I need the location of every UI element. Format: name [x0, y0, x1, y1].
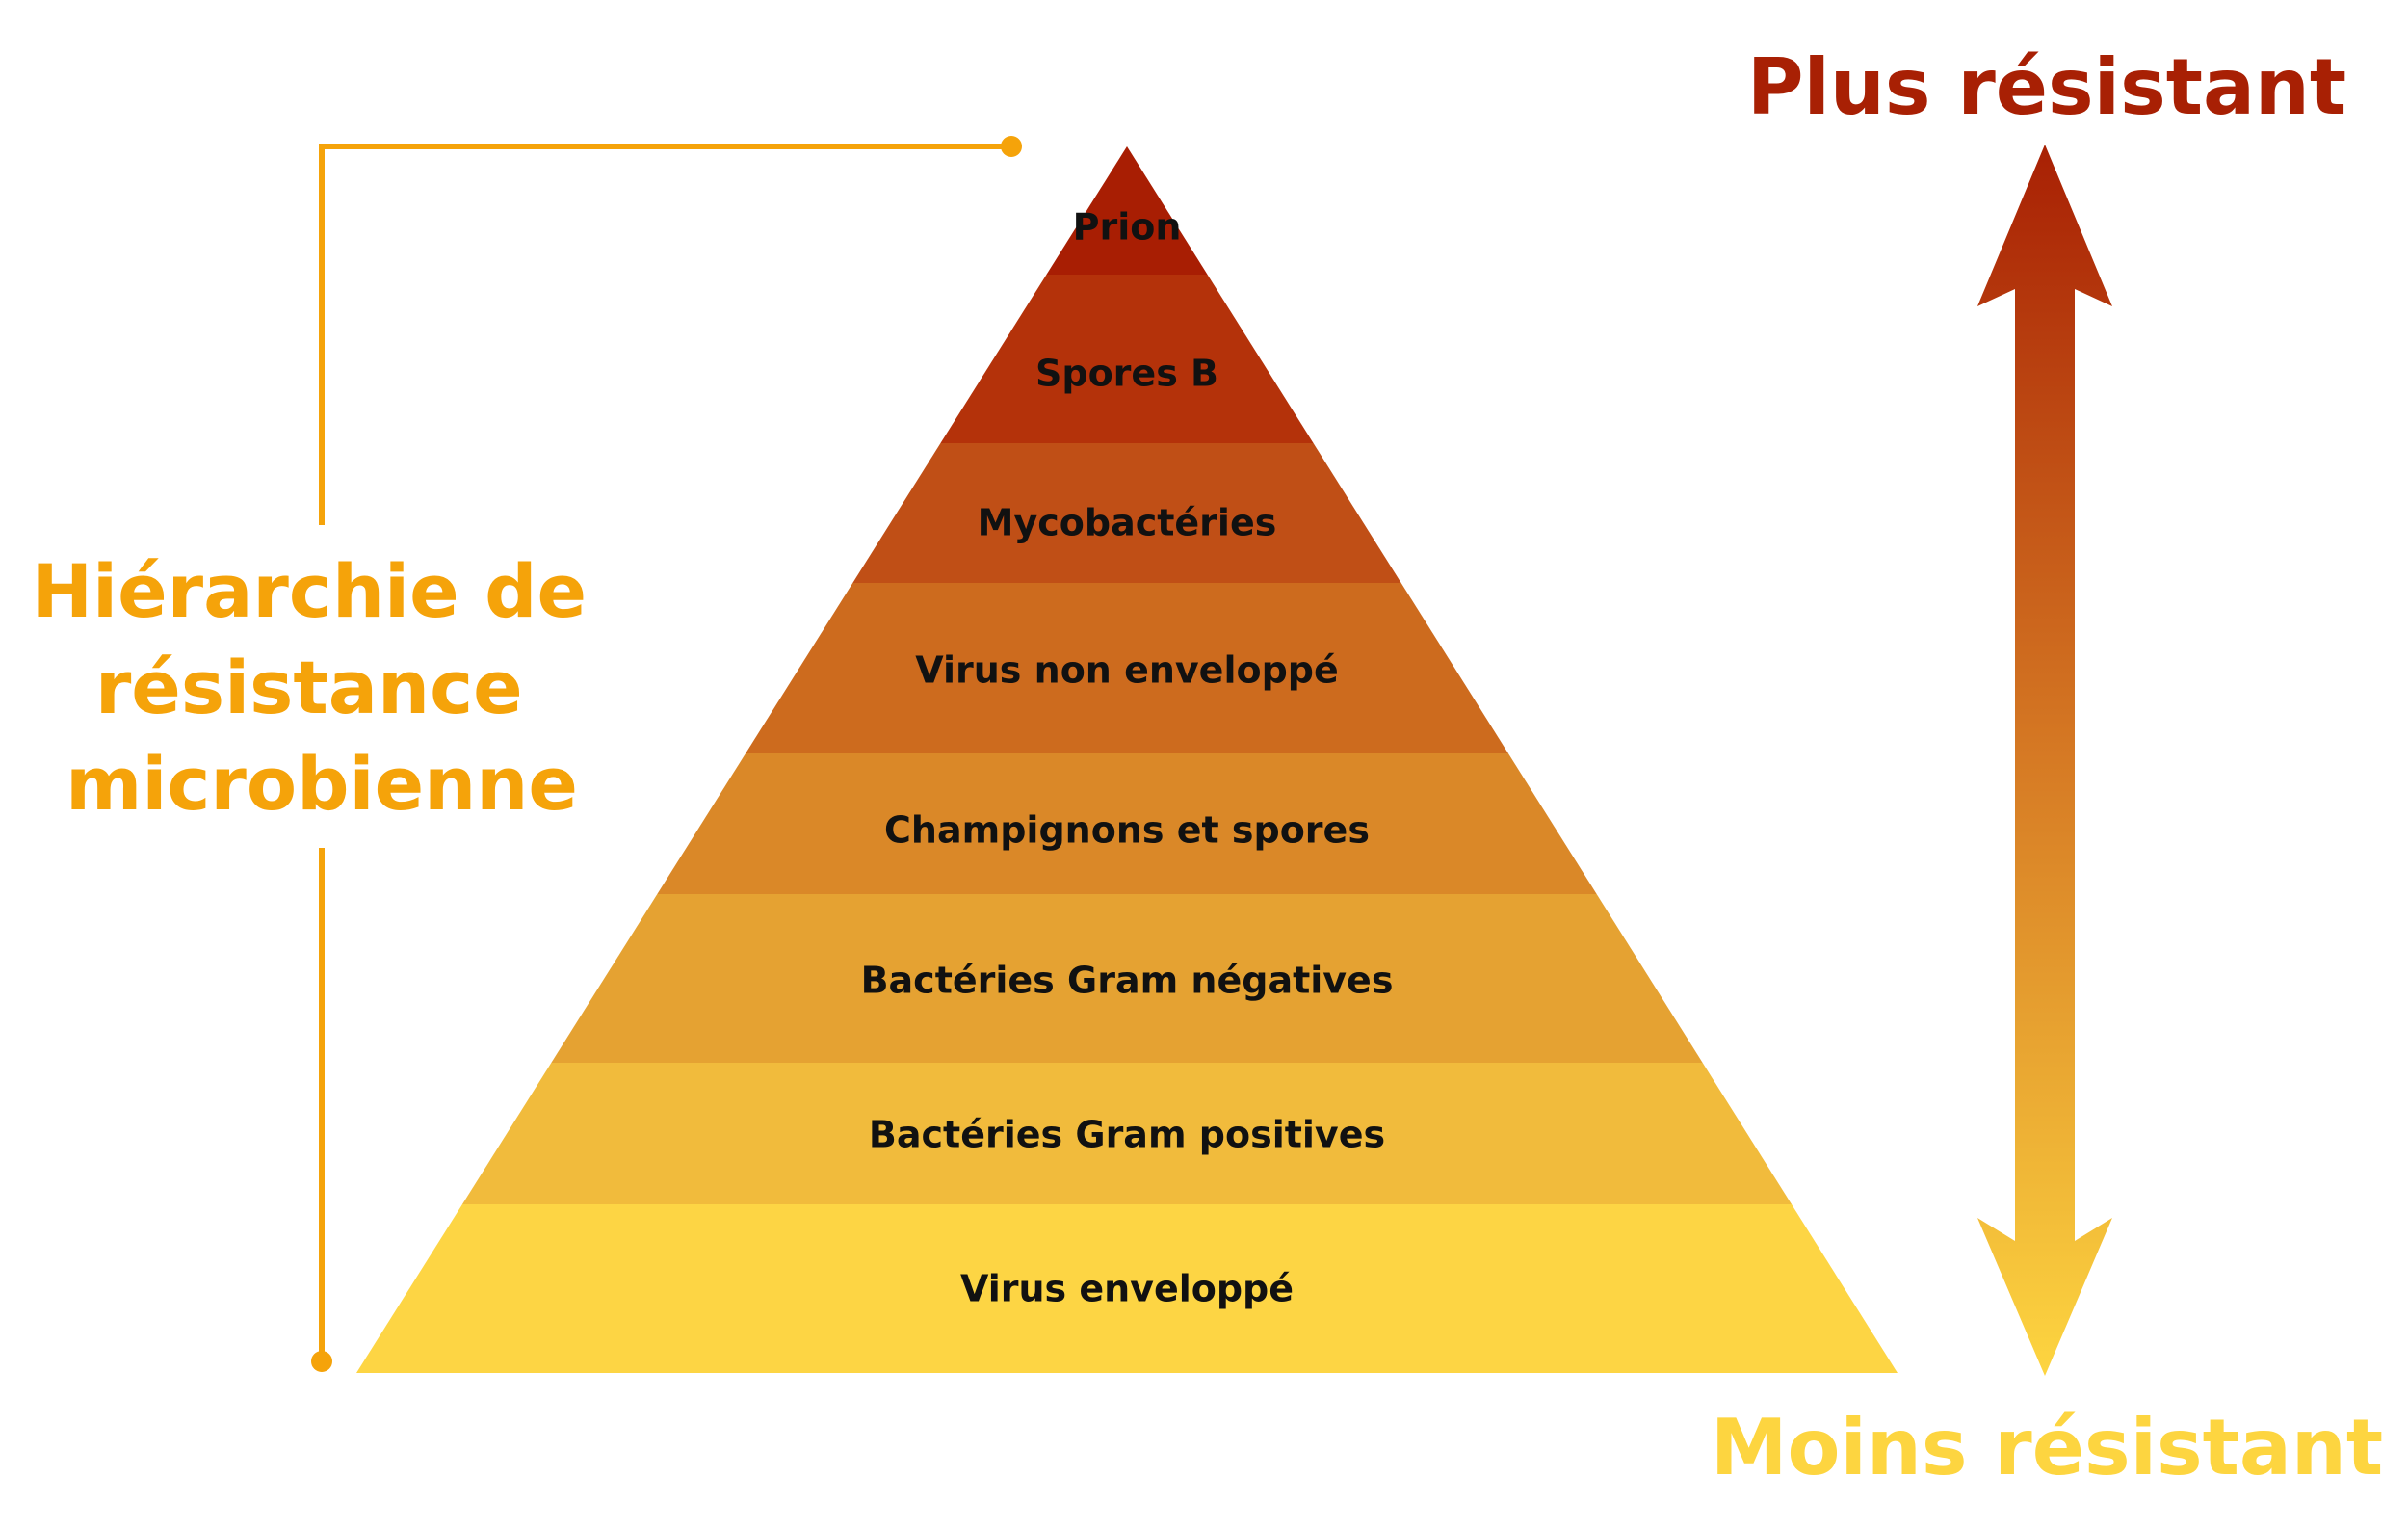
pyramid-tier-label-6: Bactéries Gram négatives [861, 960, 1394, 1002]
title-line-1: Hiérarchie de [31, 548, 587, 634]
pyramid-tier-label-4: Virus non enveloppé [915, 649, 1339, 692]
title-line-3: microbienne [65, 741, 578, 827]
pyramid-tier-label-3: Mycobactéries [978, 502, 1277, 544]
less-resistant-label: Moins résistant [1711, 1403, 2383, 1492]
pyramid-tier-label-8: Virus enveloppé [960, 1268, 1294, 1310]
title-bracket [311, 136, 1022, 1372]
pyramid-tier-3 [852, 443, 1401, 583]
pyramid-tier-label-1: Prion [1073, 206, 1182, 249]
double-arrow-icon [1977, 145, 2112, 1376]
pyramid-tier-6 [551, 894, 1703, 1063]
diagram-title: Hiérarchie de résistance microbienne [31, 548, 612, 827]
pyramid-tier-label-2: Spores B [1035, 353, 1218, 395]
resistance-scale: Plus résistant Moins résistant [1711, 42, 2383, 1492]
bracket-top-dot [1001, 136, 1022, 157]
pyramid-tier-label-7: Bactéries Gram positives [869, 1114, 1385, 1156]
pyramid-tier-4 [746, 583, 1508, 753]
bracket-bottom-dot [311, 1351, 332, 1372]
title-line-2: résistance [95, 645, 523, 730]
pyramid-tier-5 [657, 753, 1597, 894]
more-resistant-label: Plus résistant [1747, 42, 2346, 132]
bracket-top-line [319, 144, 1011, 525]
pyramid-tier-1 [1046, 146, 1208, 275]
pyramid-tier-7 [461, 1063, 1793, 1204]
pyramid-tier-8 [356, 1204, 1898, 1373]
pyramid-tier-2 [940, 275, 1314, 443]
pyramid-tier-label-5: Champignons et spores [884, 809, 1370, 852]
